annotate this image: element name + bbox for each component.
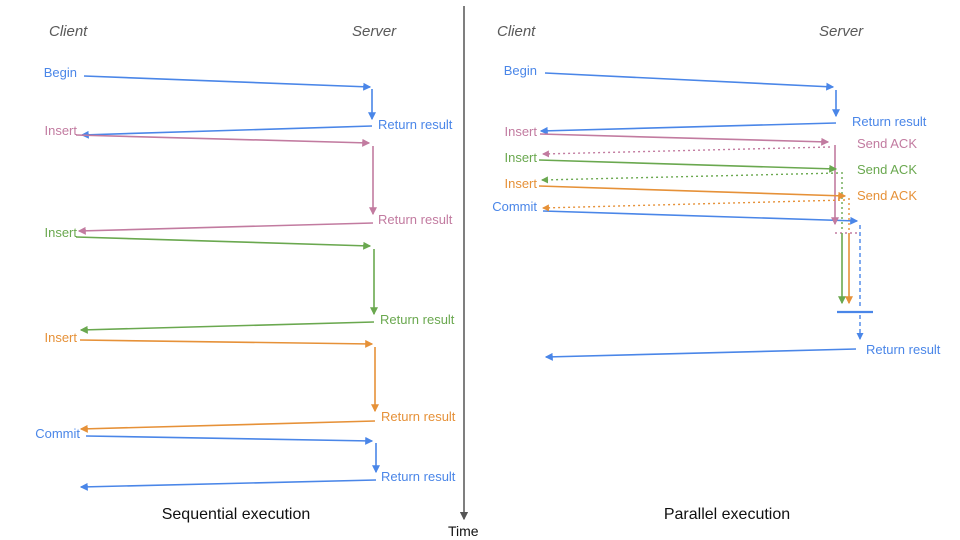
par-insert1-label: Insert: [504, 124, 537, 139]
seq-return-result-2: Return result: [378, 212, 453, 227]
par-caption: Parallel execution: [663, 506, 791, 523]
par-send-ack-pink: Send ACK: [857, 136, 917, 151]
seq-insert2-label: Insert: [44, 225, 77, 240]
seq-client-header: Client: [49, 23, 88, 40]
seq-return-result-5: Return result: [381, 469, 456, 484]
par-pink-arrows: [539, 133, 839, 226]
seq-return-result-3: Return result: [380, 312, 455, 327]
par-green-arrows: [538, 159, 846, 305]
seq-blue-arrows: [79, 75, 380, 491]
par-orange-dotted: [541, 198, 850, 231]
par-green-dotted: [540, 172, 843, 231]
par-send-ack-green: Send ACK: [857, 162, 917, 177]
seq-return-result-1: Return result: [378, 117, 453, 132]
par-send-ack-orange: Send ACK: [857, 188, 917, 203]
seq-insert3-label: Insert: [44, 330, 77, 345]
seq-return-result-4: Return result: [381, 409, 456, 424]
par-blue-arrows: [539, 72, 873, 361]
par-return-result-final: Return result: [866, 342, 941, 357]
par-insert3-label: Insert: [504, 176, 537, 191]
par-pink-dotted: [541, 146, 858, 234]
seq-caption: Sequential execution: [161, 506, 311, 523]
seq-begin-label: Begin: [43, 65, 77, 80]
seq-pink-arrows: [75, 134, 377, 235]
par-begin-label: Begin: [503, 63, 537, 78]
par-insert2-label: Insert: [504, 150, 537, 165]
par-return-result-top: Return result: [852, 114, 927, 129]
seq-server-header: Server: [352, 23, 397, 40]
par-commit-label: Commit: [492, 199, 537, 214]
seq-insert1-label: Insert: [44, 123, 77, 138]
seq-orange-arrows: [79, 339, 379, 433]
seq-green-arrows: [75, 236, 378, 334]
par-orange-arrows: [538, 185, 853, 305]
seq-commit-label: Commit: [35, 426, 80, 441]
par-server-header: Server: [819, 23, 864, 40]
par-client-header: Client: [497, 23, 536, 40]
time-axis-label: Time: [448, 523, 479, 539]
